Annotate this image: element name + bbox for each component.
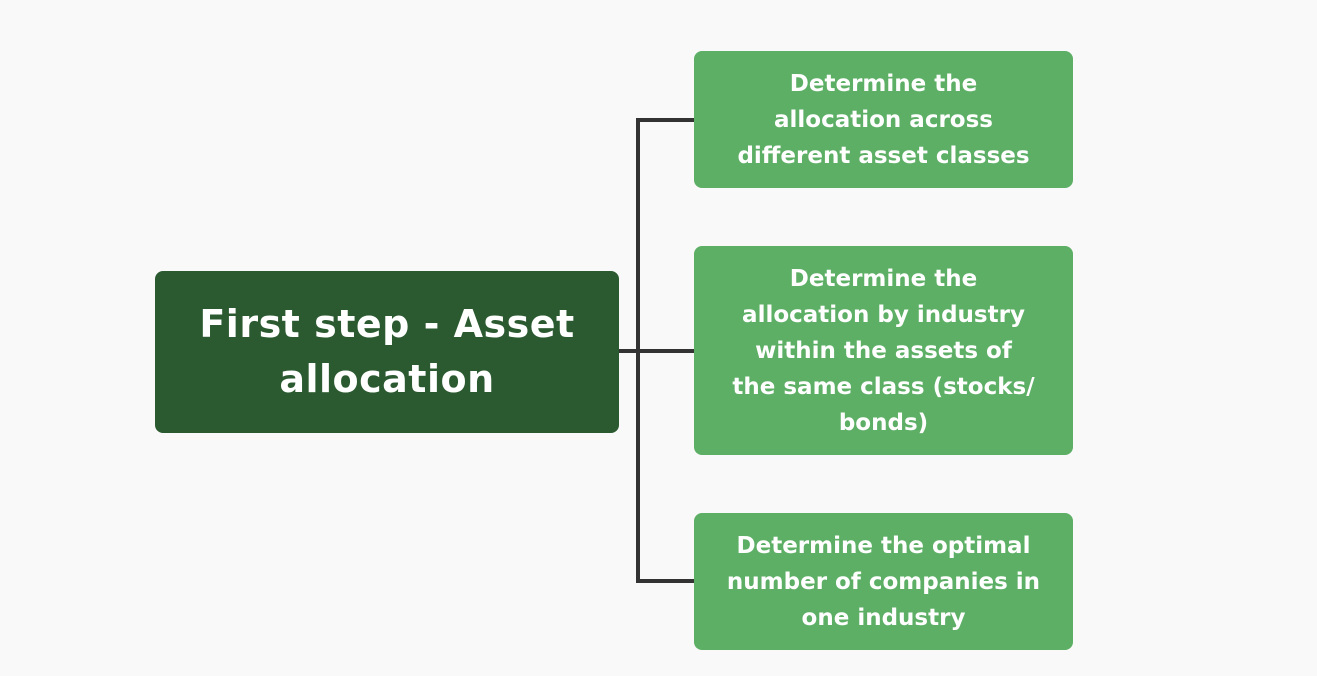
child-node-label: Determine the optimal number of companie… [726,532,1041,631]
child-node-label: Determine the allocation across differen… [737,70,1030,169]
root-node-label: First step - Asset allocation [199,302,575,401]
child-node-asset-classes: Determine the allocation across differen… [694,51,1073,188]
child-node-label: Determine the allocation by industry wit… [732,265,1035,436]
root-node: First step - Asset allocation [155,271,619,433]
child-node-industry-allocation: Determine the allocation by industry wit… [694,246,1073,455]
child-node-number-of-companies: Determine the optimal number of companie… [694,513,1073,650]
